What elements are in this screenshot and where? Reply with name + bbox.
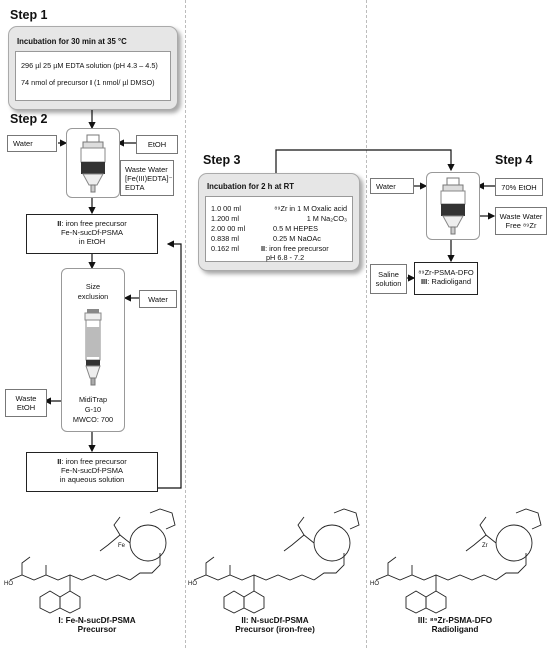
miditrap-name: MidiTrap (78, 395, 108, 404)
step-3-row-5: 0.162 ml II: iron free precursor (211, 244, 349, 253)
etoh-70-box: 70% EtOH (495, 178, 543, 196)
row-desc: 0.5 M HEPES (273, 224, 319, 233)
caption-2-line2: Precursor (iron-free) (235, 625, 315, 634)
waste-edta: EDTA (125, 182, 145, 192)
step-3-incubation-panel: Incubation for 2 h at RT 1.0 00 ml ⁸⁹Zr … (198, 173, 360, 271)
saline-label-2: solution (375, 279, 402, 288)
step-3-reagents: 1.0 00 ml ⁸⁹Zr in 1 M Oxalic acid 1.200 … (205, 196, 353, 262)
structure-zr-complex (375, 508, 542, 614)
waste-etoh-label-1: Waste (15, 394, 37, 403)
precursor-line2: Fe-N-sucDf-PSMA (60, 228, 124, 237)
waste-etoh-box: Waste EtOH (5, 389, 47, 417)
precursor-line3: in EtOH (78, 237, 106, 246)
precursor-text: 74 nmol of precursor (21, 78, 90, 87)
product-role: III: Radioligand (415, 277, 477, 286)
row-desc-id: II (261, 244, 266, 253)
caption-structure-2: II: N-sucDf-PSMA Precursor (iron-free) (200, 616, 350, 634)
caption-3-line1: III: ⁸⁹Zr-PSMA-DFO (417, 616, 493, 625)
hydroxyl-label-1: HO (4, 581, 13, 587)
row-volume: 1.0 00 ml (211, 204, 242, 213)
aqueous-precursor-box: II: iron free precursor Fe-N-sucDf-PSMA … (26, 452, 158, 492)
aqueous-id: II (57, 457, 62, 466)
precursor-line1: II: iron free precursor (27, 219, 157, 228)
spe-cartridge (66, 128, 120, 198)
row-volume: 1.200 ml (211, 214, 239, 223)
precursor-desc: : iron free precursor (61, 219, 127, 228)
step-1-incubation-title: Incubation for 30 min at 35 °C (17, 37, 127, 46)
step-3-ph: pH 6.8 - 7.2 (266, 253, 305, 262)
structure-iron-free (193, 508, 360, 614)
waste-water-box: Waste Water [Fe(III)EDTA]⁻ EDTA (120, 160, 174, 196)
fe-atom-label: Fe (118, 543, 126, 549)
miditrap-model: G-10 (84, 405, 102, 414)
waste-water-step4: Waste Water Free ⁸⁹Zr (495, 207, 547, 235)
waste-water-label: Waste Water (499, 212, 543, 221)
step-3-title: Step 3 (203, 153, 241, 167)
water-box-step4: Water (370, 178, 414, 194)
size-exclusion-label-2: exclusion (77, 292, 109, 301)
miditrap-icon (84, 309, 102, 386)
row-volume: 2.00 00 ml (211, 224, 246, 233)
step-1-title: Step 1 (10, 8, 48, 22)
step-3-row-4: 0.838 ml 0.25 M NaOAc (211, 234, 349, 243)
column-separator-2 (366, 0, 367, 648)
structure-fe-complex (9, 508, 176, 614)
row-volume: 0.838 ml (211, 234, 239, 243)
hydroxyl-label-3: HO (370, 581, 379, 587)
water-box: Water (7, 135, 57, 152)
step-1-incubation-panel: Incubation for 30 min at 35 °C 296 µl 25… (8, 26, 178, 110)
free-zr-label: Free ⁸⁹Zr (505, 221, 537, 230)
waste-fe-edta: [Fe(III)EDTA]⁻ (125, 173, 173, 183)
chemical-structures: Fe Zr HO HO HO (4, 508, 542, 614)
size-exclusion-label-1: Size (85, 282, 101, 291)
saline-label-1: Saline (378, 270, 399, 279)
product-desc: : Radioligand (427, 277, 472, 286)
step-3-row-3: 2.00 00 ml 0.5 M HEPES (211, 224, 349, 233)
precursor-id: II (57, 219, 62, 228)
cartridge-icon (80, 134, 106, 193)
row-desc: 1 M Na₂CO₃ (306, 214, 347, 223)
caption-structure-1: I: Fe-N-sucDf-PSMA Precursor (22, 616, 172, 634)
step-2-title: Step 2 (10, 112, 48, 126)
saline-solution-box: Saline solution (370, 264, 407, 294)
caption-3-line2: Radioligand (431, 625, 479, 634)
row-desc: 0.25 M NaOAc (273, 234, 321, 243)
precursor-id: I (89, 78, 92, 87)
column-separator-1 (185, 0, 186, 648)
step-3-row-1: 1.0 00 ml ⁸⁹Zr in 1 M Oxalic acid (211, 204, 349, 213)
row-desc: ⁸⁹Zr in 1 M Oxalic acid (274, 204, 347, 213)
step-4-title: Step 4 (495, 153, 533, 167)
step-3-row-2: 1.200 ml 1 M Na₂CO₃ (211, 214, 349, 223)
cartridge-icon (440, 177, 466, 235)
caption-1-line2: Precursor (77, 625, 117, 634)
zr-atom-label: Zr (482, 543, 488, 549)
row-volume: 0.162 ml (211, 244, 239, 253)
step-1-reagent-edta: 296 µl 25 µM EDTA solution (pH 4.3 – 4.5… (21, 61, 158, 70)
aqueous-line1: II: iron free precursor (27, 457, 157, 466)
aqueous-desc: : iron free precursor (61, 457, 127, 466)
size-exclusion-column: Size exclusion MidiTrap G-10 MWCO: 700 (61, 268, 125, 432)
precursor-conc: (1 nmol/ µl DMSO) (91, 78, 155, 87)
step-1-reagent-precursor: 74 nmol of precursor I (1 nmol/ µl DMSO) (21, 78, 155, 87)
hydroxyl-label-2: HO (188, 581, 197, 587)
caption-structure-3: III: ⁸⁹Zr-PSMA-DFO Radioligand (380, 616, 530, 634)
step-3-incubation-title: Incubation for 2 h at RT (207, 182, 295, 191)
caption-1-line1: I: Fe-N-sucDf-PSMA (58, 616, 136, 625)
waste-etoh-label-2: EtOH (16, 403, 36, 412)
product-id: III (420, 277, 428, 286)
caption-2-line1: II: N-sucDf-PSMA (241, 616, 309, 625)
aqueous-line3: in aqueous solution (59, 475, 125, 484)
iron-free-precursor-box: II: iron free precursor Fe-N-sucDf-PSMA … (26, 214, 158, 254)
miditrap-mwco: MWCO: 700 (72, 415, 114, 424)
product-name: ⁸⁹Zr-PSMA-DFO (418, 268, 474, 277)
waste-water-label: Waste Water (125, 164, 168, 174)
aqueous-line2: Fe-N-sucDf-PSMA (60, 466, 124, 475)
radioligand-product-box: ⁸⁹Zr-PSMA-DFO III: Radioligand (414, 262, 478, 295)
water-box-2: Water (139, 290, 177, 308)
step4-cartridge (426, 172, 480, 240)
step-1-reagents: 296 µl 25 µM EDTA solution (pH 4.3 – 4.5… (15, 51, 171, 101)
etoh-box: EtOH (136, 135, 178, 154)
row-desc: : iron free precursor (265, 244, 329, 253)
